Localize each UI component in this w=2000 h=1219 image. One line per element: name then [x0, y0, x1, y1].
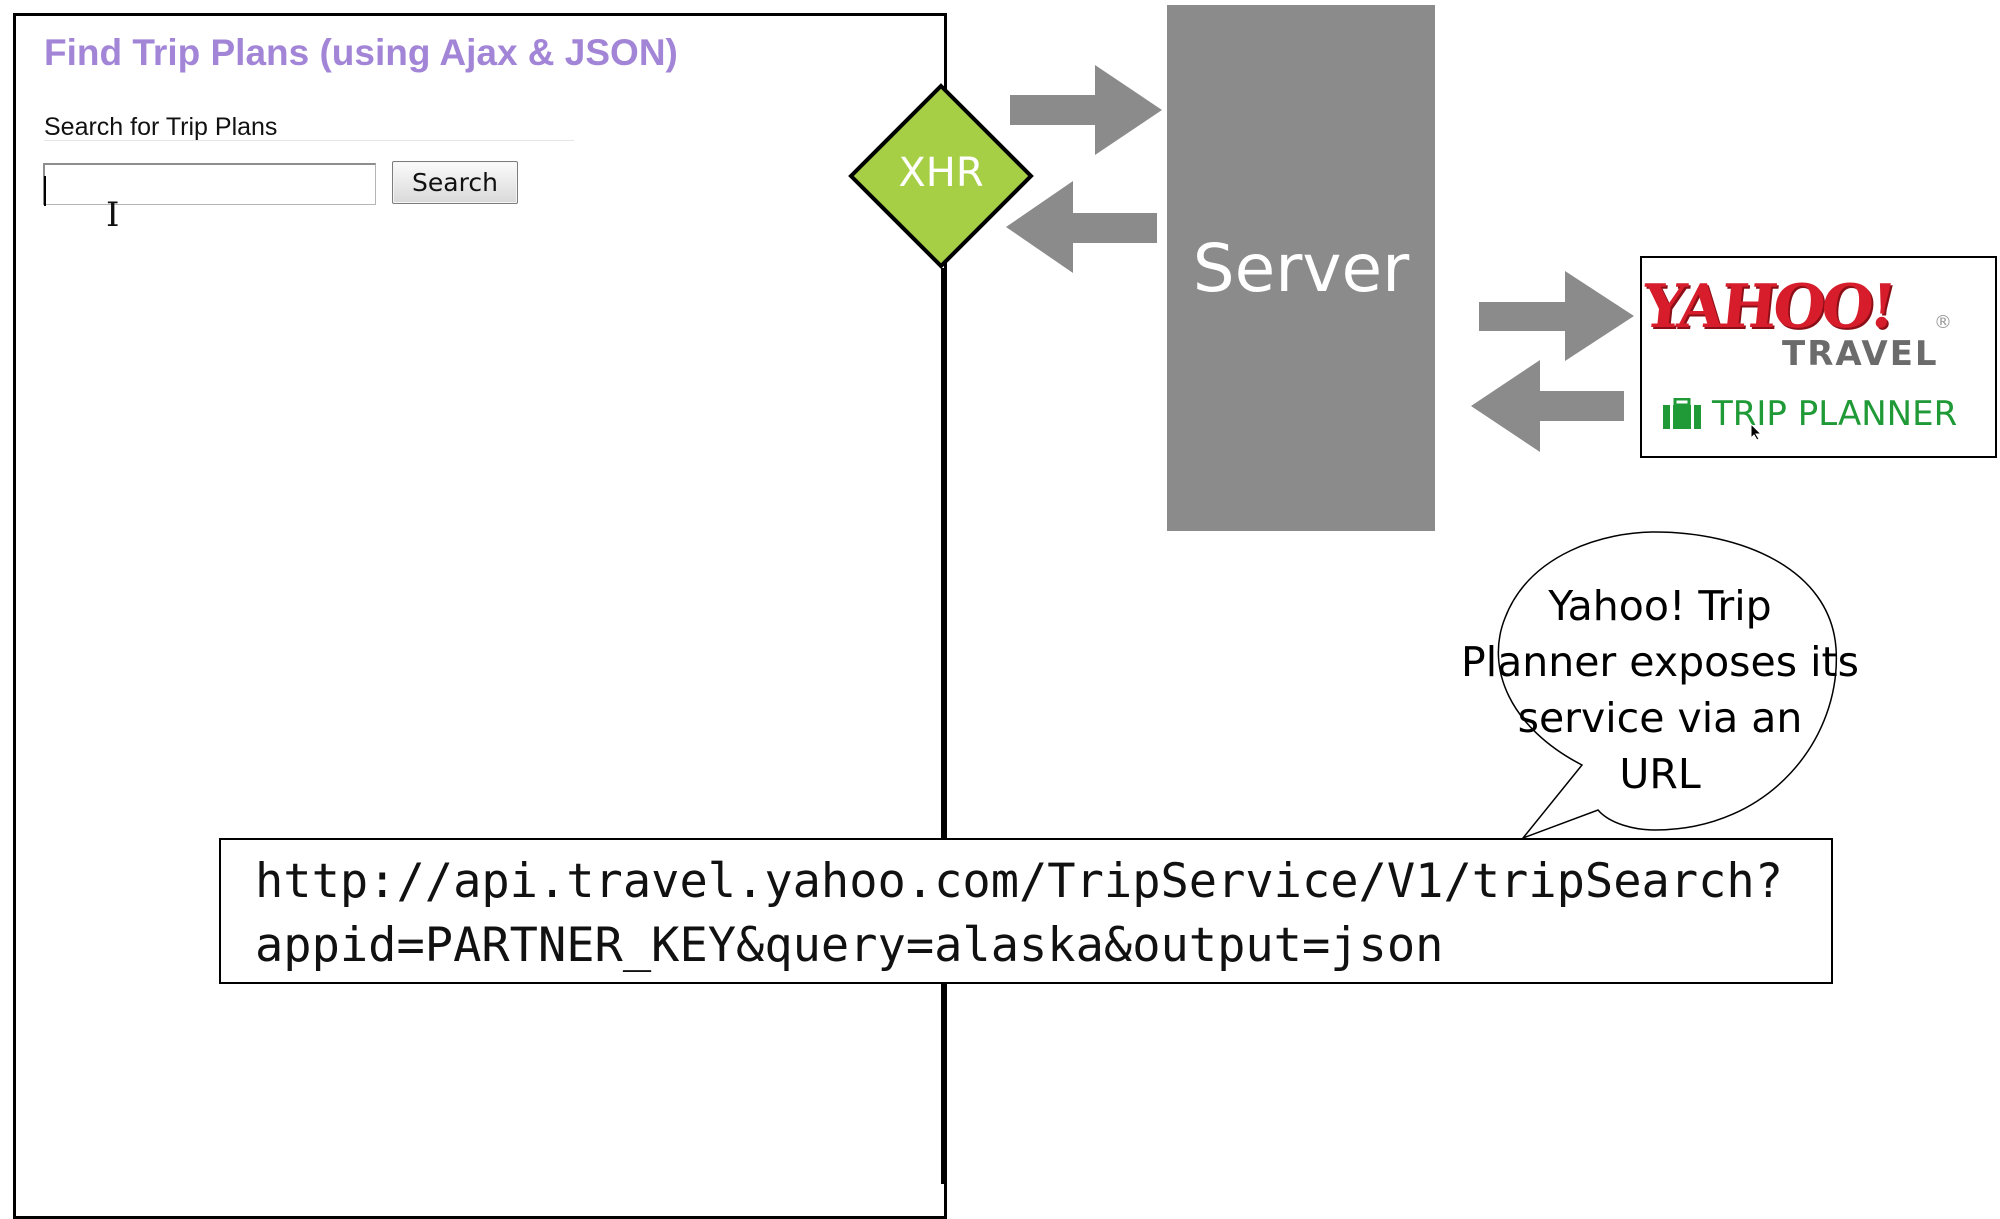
text-caret — [44, 176, 46, 206]
suitcase-icon — [1663, 398, 1701, 429]
panel-divider-lower — [941, 984, 944, 1184]
yahoo-wordmark: YAHOO! — [1639, 272, 1896, 342]
url-line-1: http://api.travel.yahoo.com/TripService/… — [255, 854, 1784, 909]
callout-bubble — [1497, 531, 1838, 838]
trip-search-input[interactable] — [43, 163, 376, 205]
callout-line: Planner exposes its — [1460, 638, 1859, 686]
callout-line: Yahoo! Trip — [1548, 582, 1772, 630]
arrow-server-to-yahoo — [1479, 271, 1634, 361]
ibeam-cursor-icon: I — [106, 195, 120, 235]
xhr-diamond — [848, 83, 1034, 269]
travel-wordmark: TRAVEL — [1782, 334, 1939, 374]
heading-divider — [44, 140, 574, 141]
api-url-box: http://api.travel.yahoo.com/TripService/… — [219, 838, 1833, 984]
xhr-label: XHR — [898, 150, 984, 196]
callout-line: URL — [1619, 750, 1701, 798]
server-box — [1167, 5, 1435, 531]
mouse-pointer-icon — [1750, 423, 1763, 441]
callout-text: Yahoo! Trip Planner exposes its service … — [1440, 578, 1880, 802]
page-title: Find Trip Plans (using Ajax & JSON) — [44, 32, 678, 73]
panel-divider — [941, 268, 944, 838]
arrow-yahoo-to-server — [1471, 360, 1624, 452]
browser-panel — [13, 13, 947, 1219]
trip-planner-wordmark: TRIP PLANNER — [1712, 394, 1958, 434]
search-heading: Search for Trip Plans — [44, 113, 278, 141]
search-button[interactable]: Search — [392, 161, 518, 204]
server-label: Server — [1192, 230, 1410, 307]
diagram-canvas: Find Trip Plans (using Ajax & JSON) Sear… — [13, 5, 1997, 1219]
url-line-2: appid=PARTNER_KEY&query=alaska&output=js… — [255, 918, 1444, 973]
registered-mark: ® — [1934, 312, 1952, 333]
callout-line: service via an — [1517, 694, 1803, 742]
